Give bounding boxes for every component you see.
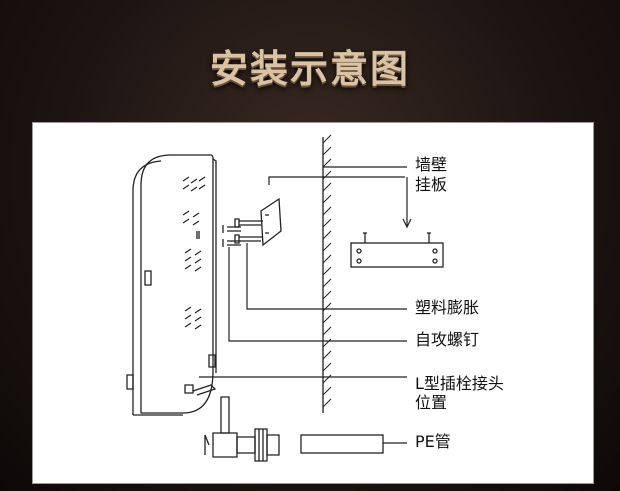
label-l-plug-joint-position: 位置 [415, 393, 448, 412]
label-l-plug-joint: L型插栓接头 [415, 374, 504, 393]
device-body [126, 154, 217, 416]
diagram-panel: 墙壁 挂板 塑料膨胀 自攻螺钉 L型插栓接头 位置 PE管 [32, 122, 594, 484]
label-pe-pipe: PE管 [415, 432, 451, 451]
leader-lines [199, 166, 412, 444]
screws [222, 225, 241, 247]
l-plug-joint [204, 396, 280, 462]
label-plastic-expansion: 塑料膨胀 [415, 298, 480, 317]
pe-pipe [300, 434, 384, 454]
wall [322, 134, 332, 413]
label-hanging-plate: 挂板 [415, 175, 448, 194]
label-wall: 墙壁 [415, 155, 448, 174]
installation-diagram [126, 134, 444, 462]
page-title: 安装示意图 [209, 47, 410, 91]
hanging-plate-detail [350, 232, 444, 268]
label-self-tapping-screw: 自攻螺钉 [415, 330, 480, 349]
hanging-plate [234, 197, 282, 247]
